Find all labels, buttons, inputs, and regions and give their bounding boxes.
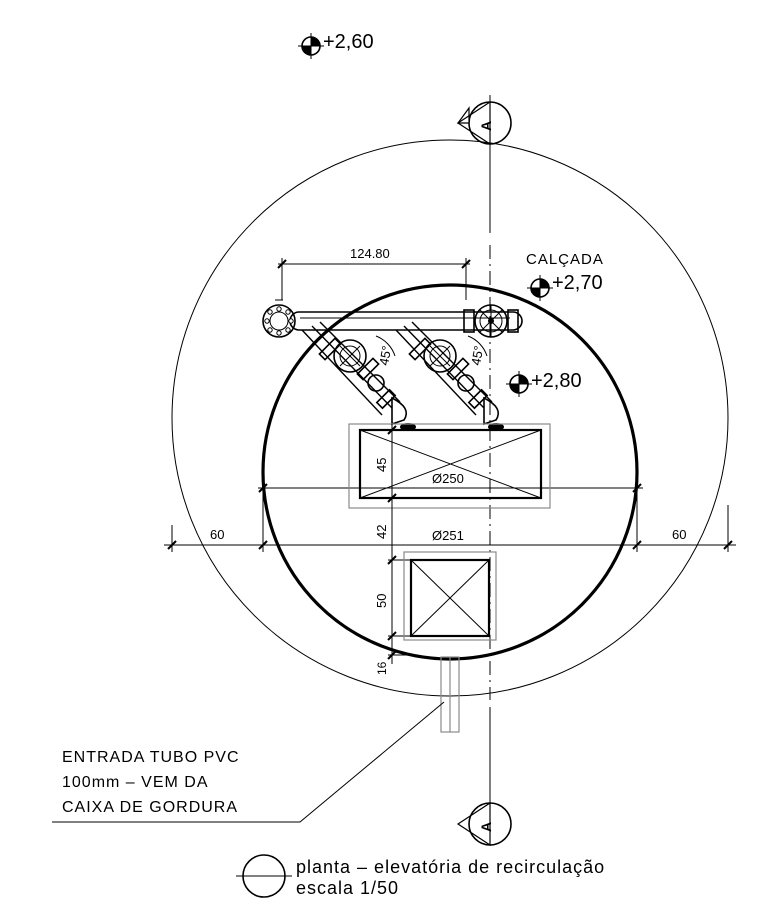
section-mark-bottom	[456, 707, 512, 847]
level-label-top: +2,60	[323, 31, 374, 53]
dim-left-offset: 60	[210, 527, 224, 542]
level-label-inner: +2,80	[531, 370, 582, 392]
drawing-scale: escala 1/50	[296, 878, 399, 898]
note-leader	[52, 701, 445, 823]
title-symbol	[236, 854, 292, 898]
inlet-pvc-pipe	[440, 656, 460, 733]
section-mark-top-label: A	[478, 121, 494, 131]
angle-arc-left	[375, 335, 396, 357]
angle-left-label: 45°	[376, 345, 394, 367]
level-marker-calcada	[527, 275, 553, 301]
section-mark-top	[456, 95, 512, 233]
dim-bottom-gap: 16	[375, 661, 389, 675]
level-marker-top	[298, 33, 324, 59]
drawing-title: planta – elevatória de recirculação	[296, 857, 605, 877]
pipe-note-line-1: ENTRADA TUBO PVC	[62, 749, 240, 766]
section-mark-bottom-label: A	[478, 822, 494, 832]
valve-branch-right	[395, 321, 504, 431]
level-label-calcada: +2,70	[552, 272, 603, 294]
angle-right-label: 45°	[468, 345, 486, 367]
pipe-note-line-3: CAIXA DE GORDURA	[62, 799, 238, 816]
pipe-note-line-2: 100mm – VEM DA	[62, 774, 208, 791]
discharge-pipe	[262, 299, 523, 338]
dim-gap: 42	[374, 525, 389, 539]
angle-arc-right	[467, 335, 488, 357]
level-marker-inner	[506, 371, 532, 397]
dim-diameter-upper: Ø250	[432, 471, 464, 486]
dim-lower-box: 50	[374, 594, 389, 608]
upper-pump-box	[348, 423, 551, 509]
dim-right-offset: 60	[672, 527, 686, 542]
calcada-label: CALÇADA	[526, 251, 604, 268]
dim-pipe-span: 124.80	[350, 246, 390, 261]
dim-diameter-lower: Ø251	[432, 528, 464, 543]
lower-inlet-box	[403, 551, 497, 641]
dim-upper-box: 45	[374, 458, 389, 472]
pipe-note: ENTRADA TUBO PVC 100mm – VEM DA CAIXA DE…	[62, 749, 240, 816]
outer-circle	[171, 139, 729, 697]
